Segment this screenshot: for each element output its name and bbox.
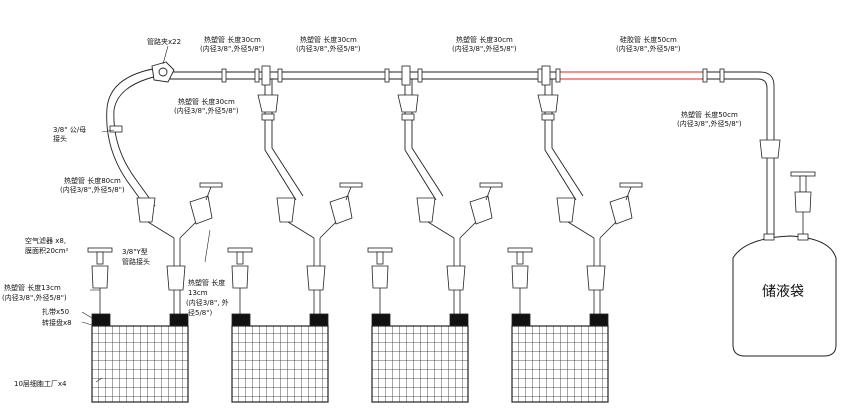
cell-factory-icon [91, 325, 189, 403]
hanger-left [556, 197, 576, 223]
branch-unit-3 [367, 182, 503, 403]
label-pipe13l-2: (内径3/8",外径5/8") [2, 293, 67, 302]
hanger-right [189, 195, 213, 225]
air-filter-icon [227, 247, 253, 253]
branch-unit-2 [227, 182, 363, 403]
adapter-plate [231, 313, 251, 327]
air-filter-icon [479, 182, 503, 188]
label-pipe30-a-2: (内径3/8",外径5/8") [200, 44, 265, 53]
adapter-plate [589, 313, 609, 327]
drop-tubes [264, 79, 584, 201]
label-pipe30-b-1: 热塑管 长度30cm [300, 35, 357, 44]
label-pipe50-1: 热塑管 长度50cm [681, 110, 738, 119]
hanger-right [469, 195, 493, 225]
adapter-plate [371, 313, 391, 327]
label-clamp: 管路夹x22 [147, 37, 181, 46]
y-connector-icon [567, 221, 617, 250]
hanger-left [416, 197, 436, 223]
label-filter-2: 膜面积20cm² [25, 246, 69, 255]
bag-filter-icon [790, 171, 816, 238]
adapter-plate [91, 313, 111, 327]
label-pipe30-a-1: 热塑管 长度30cm [204, 35, 261, 44]
cell-factory-icon [231, 325, 329, 403]
left-feed-tube [106, 67, 163, 211]
label-pipe13r-3: (内径3/8", 外 [186, 298, 229, 307]
adapter-plate [511, 313, 531, 327]
adapter-plate [449, 313, 469, 327]
adapter-plate [309, 313, 329, 327]
label-connector-2: 接头 [53, 134, 67, 143]
hanger-left [276, 197, 296, 223]
label-silicone-2: (内径3/8",外径5/8") [616, 44, 681, 53]
silicone-tube-segment [560, 71, 702, 80]
label-bag: 储液袋 [762, 284, 804, 300]
label-pipe30-c-1: 热塑管 长度30cm [456, 35, 513, 44]
header-hangers [257, 94, 781, 159]
adapter-plate [169, 313, 189, 327]
cell-factory-icon [371, 325, 469, 403]
main-header-tube [170, 71, 775, 238]
label-connector-1: 3/8" 公/母 [53, 126, 86, 134]
label-factory: 10层细胞工厂x4 [14, 379, 67, 388]
leader-lines [81, 45, 211, 383]
cell-factory-icon [511, 325, 609, 403]
hanger-left [136, 197, 156, 223]
label-pipe30-b-2: (内径3/8",外径5/8") [296, 44, 361, 53]
y-connector-icon [427, 221, 477, 250]
label-pipe30-c-2: (内径3/8",外径5/8") [452, 44, 517, 53]
air-filter-icon [367, 247, 393, 253]
y-connector-icon [287, 221, 337, 250]
annotations: 管路夹x22 热塑管 长度30cm (内径3/8",外径5/8") 热塑管 长度… [2, 35, 804, 388]
branch-unit-1 [87, 182, 223, 403]
label-filter-1: 空气滤器 x8, [25, 236, 66, 245]
air-filter-icon [507, 247, 533, 253]
air-filter-icon [199, 182, 223, 188]
label-pipe13l-1: 热塑管 长度13cm [4, 283, 61, 292]
label-pipe50-2: (内径3/8",外径5/8") [677, 119, 742, 128]
label-pipe13r-1: 热塑管 长度 [188, 278, 225, 287]
branch-unit-4 [507, 182, 643, 403]
air-filter-icon [87, 247, 113, 253]
pipe-clamp-icon [151, 61, 175, 83]
label-silicone-1: 硅胶管 长度50cm [620, 35, 677, 44]
label-pipe13r-2: 13cm [188, 289, 208, 297]
label-pipe80-2: (内径3/8",外径5/8") [60, 185, 125, 194]
header-joints [109, 65, 725, 133]
storage-bag-icon [732, 233, 837, 357]
label-pipe13r-4: 径5/8") [188, 308, 212, 317]
label-tie: 扎带x50 [42, 307, 69, 316]
label-ytube-2: 管路接头 [122, 257, 150, 266]
y-connector-icon [147, 221, 197, 250]
air-filter-icon [339, 182, 363, 188]
label-pipe30-d-1: 热塑管 长度30cm [178, 97, 235, 106]
air-filter-icon [619, 182, 643, 188]
hanger-right [329, 195, 353, 225]
label-pipe80-1: 热塑管 长度80cm [64, 176, 121, 185]
hanger-right [609, 195, 633, 225]
label-adapter: 转接盘x8 [42, 318, 72, 327]
label-ytube-1: 3/8"Y型 [122, 247, 148, 256]
label-pipe30-d-2: (内径3/8",外径5/8") [174, 106, 239, 115]
